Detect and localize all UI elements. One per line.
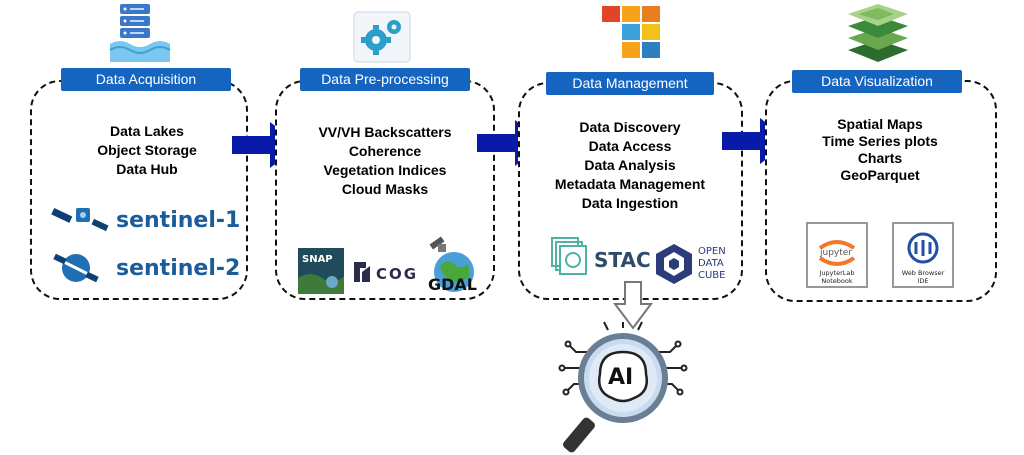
ai-magnifier-icon: AI: [558, 321, 688, 453]
cog-text: COG: [376, 265, 418, 283]
sentinel1-logo: sentinel-1: [51, 208, 240, 233]
panel-title-visualization: Data Visualization: [792, 70, 962, 93]
panel-data-visualization: [765, 80, 997, 302]
server-icon: [109, 4, 171, 62]
item-charts: Charts: [857, 150, 903, 166]
panel-title-preprocessing: Data Pre-processing: [300, 68, 470, 91]
open-data-cube-logo: OPEN DATA CUBE: [656, 244, 726, 284]
item-geoparquet: GeoParquet: [840, 167, 920, 183]
acquisition-items: Data Lakes Object Storage Data Hub: [72, 122, 222, 179]
management-items: Data Discovery Data Access Data Analysis…: [530, 118, 730, 213]
gears-icon: [353, 11, 411, 63]
item-vegetation-indices: Vegetation Indices: [323, 162, 447, 178]
stac-logo: STAC: [551, 237, 651, 275]
gdal-logo: GDAL: [428, 236, 477, 294]
ide-caption-2: IDE: [917, 277, 928, 285]
cube-icon: [602, 6, 660, 58]
preprocessing-items: VV/VH Backscatters Coherence Vegetation …: [295, 123, 475, 199]
item-spatial-maps: Spatial Maps: [837, 116, 923, 132]
cog-logo: COG: [354, 262, 418, 283]
odc-text-cube: CUBE: [698, 270, 725, 281]
item-cloud-masks: Cloud Masks: [341, 181, 429, 197]
stac-text: STAC: [594, 248, 651, 272]
item-data-access: Data Access: [588, 138, 672, 154]
jupyterlab-tile: jupyter JupyterLab Notebook: [806, 222, 868, 288]
web-ide-tile: Web Browser IDE: [892, 222, 954, 288]
item-vv-vh-backscatters: VV/VH Backscatters: [318, 124, 452, 140]
odc-text-open: OPEN: [698, 246, 726, 257]
panel-title-management: Data Management: [546, 72, 714, 95]
jupyter-text: jupyter: [819, 248, 852, 258]
snap-text: SNAP: [302, 254, 333, 265]
item-data-lakes: Data Lakes: [110, 123, 184, 139]
item-data-hub: Data Hub: [116, 161, 178, 177]
item-coherence: Coherence: [348, 143, 422, 159]
item-data-analysis: Data Analysis: [584, 157, 676, 173]
sentinel1-text: sentinel-1: [116, 208, 240, 233]
visualization-items: Spatial Maps Time Series plots Charts Ge…: [800, 116, 960, 184]
jupyter-caption-1: JupyterLab: [819, 269, 855, 277]
snap-logo: SNAP: [298, 248, 344, 294]
map-layers-icon: [848, 4, 908, 62]
item-metadata-management: Metadata Management: [554, 176, 706, 192]
item-data-discovery: Data Discovery: [579, 119, 681, 135]
item-data-ingestion: Data Ingestion: [581, 195, 679, 211]
item-time-series-plots: Time Series plots: [822, 133, 938, 149]
jupyter-caption-2: Notebook: [821, 277, 852, 285]
down-arrow: [613, 281, 653, 330]
item-object-storage: Object Storage: [97, 142, 197, 158]
sentinel2-text: sentinel-2: [116, 256, 240, 281]
ai-text: AI: [608, 365, 633, 390]
sentinel2-logo: sentinel-2: [53, 253, 240, 283]
ide-caption-1: Web Browser: [902, 269, 945, 277]
gdal-text: GDAL: [428, 275, 477, 294]
panel-title-acquisition: Data Acquisition: [61, 68, 231, 91]
odc-text-data: DATA: [698, 258, 724, 269]
